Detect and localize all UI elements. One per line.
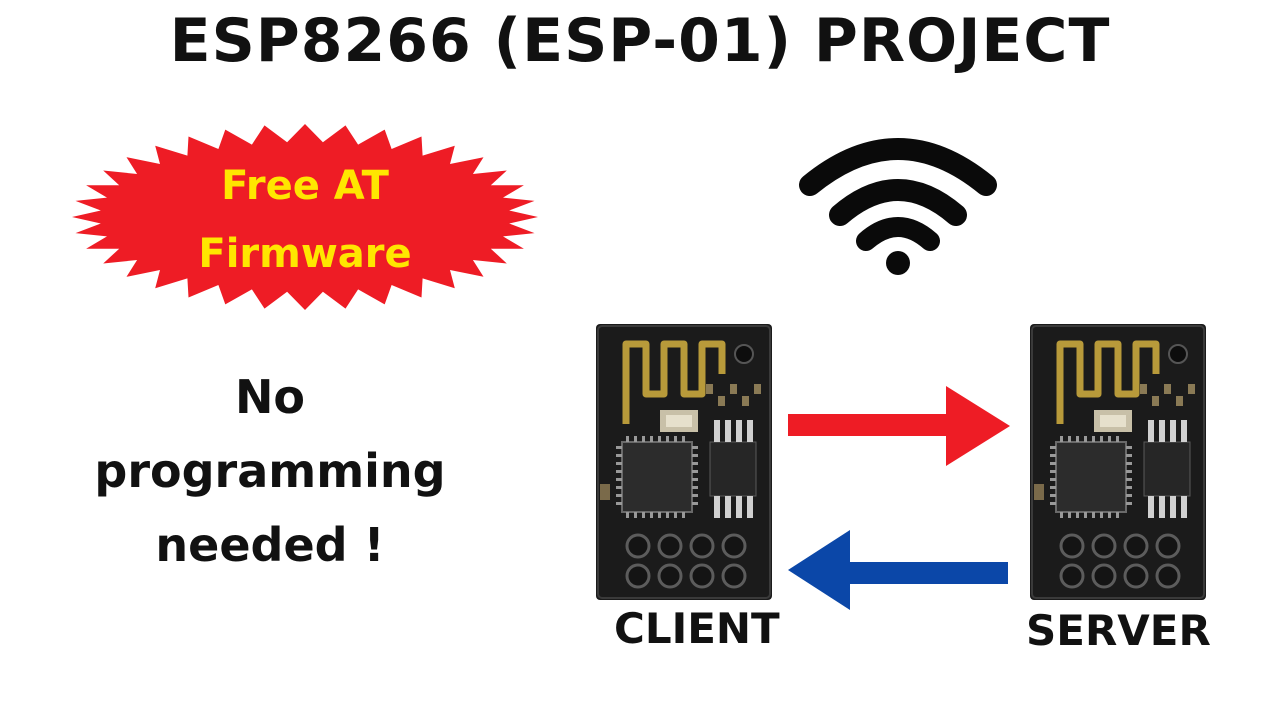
arrow-left-icon — [788, 530, 1010, 616]
badge-text: Free AT Firmware — [70, 152, 540, 288]
note-line-2: programming — [94, 444, 446, 498]
client-esp01-module — [596, 324, 772, 600]
esp01-board-icon — [1030, 324, 1206, 600]
esp01-board-icon — [596, 324, 772, 600]
server-label: SERVER — [1026, 606, 1211, 655]
note-line-3: needed ! — [155, 518, 385, 572]
free-firmware-badge: Free AT Firmware — [70, 122, 540, 312]
no-programming-note: No programming needed ! — [60, 360, 480, 582]
page-title: ESP8266 (ESP-01) PROJECT — [169, 6, 1111, 76]
starburst-shape — [72, 124, 538, 310]
badge-line-2: Firmware — [198, 231, 412, 277]
client-label: CLIENT — [614, 604, 780, 653]
arrow-right-icon — [788, 386, 1012, 472]
note-line-1: No — [234, 370, 306, 424]
server-esp01-module — [1030, 324, 1206, 600]
wifi-icon — [798, 133, 998, 287]
badge-line-1: Free AT — [221, 163, 389, 209]
